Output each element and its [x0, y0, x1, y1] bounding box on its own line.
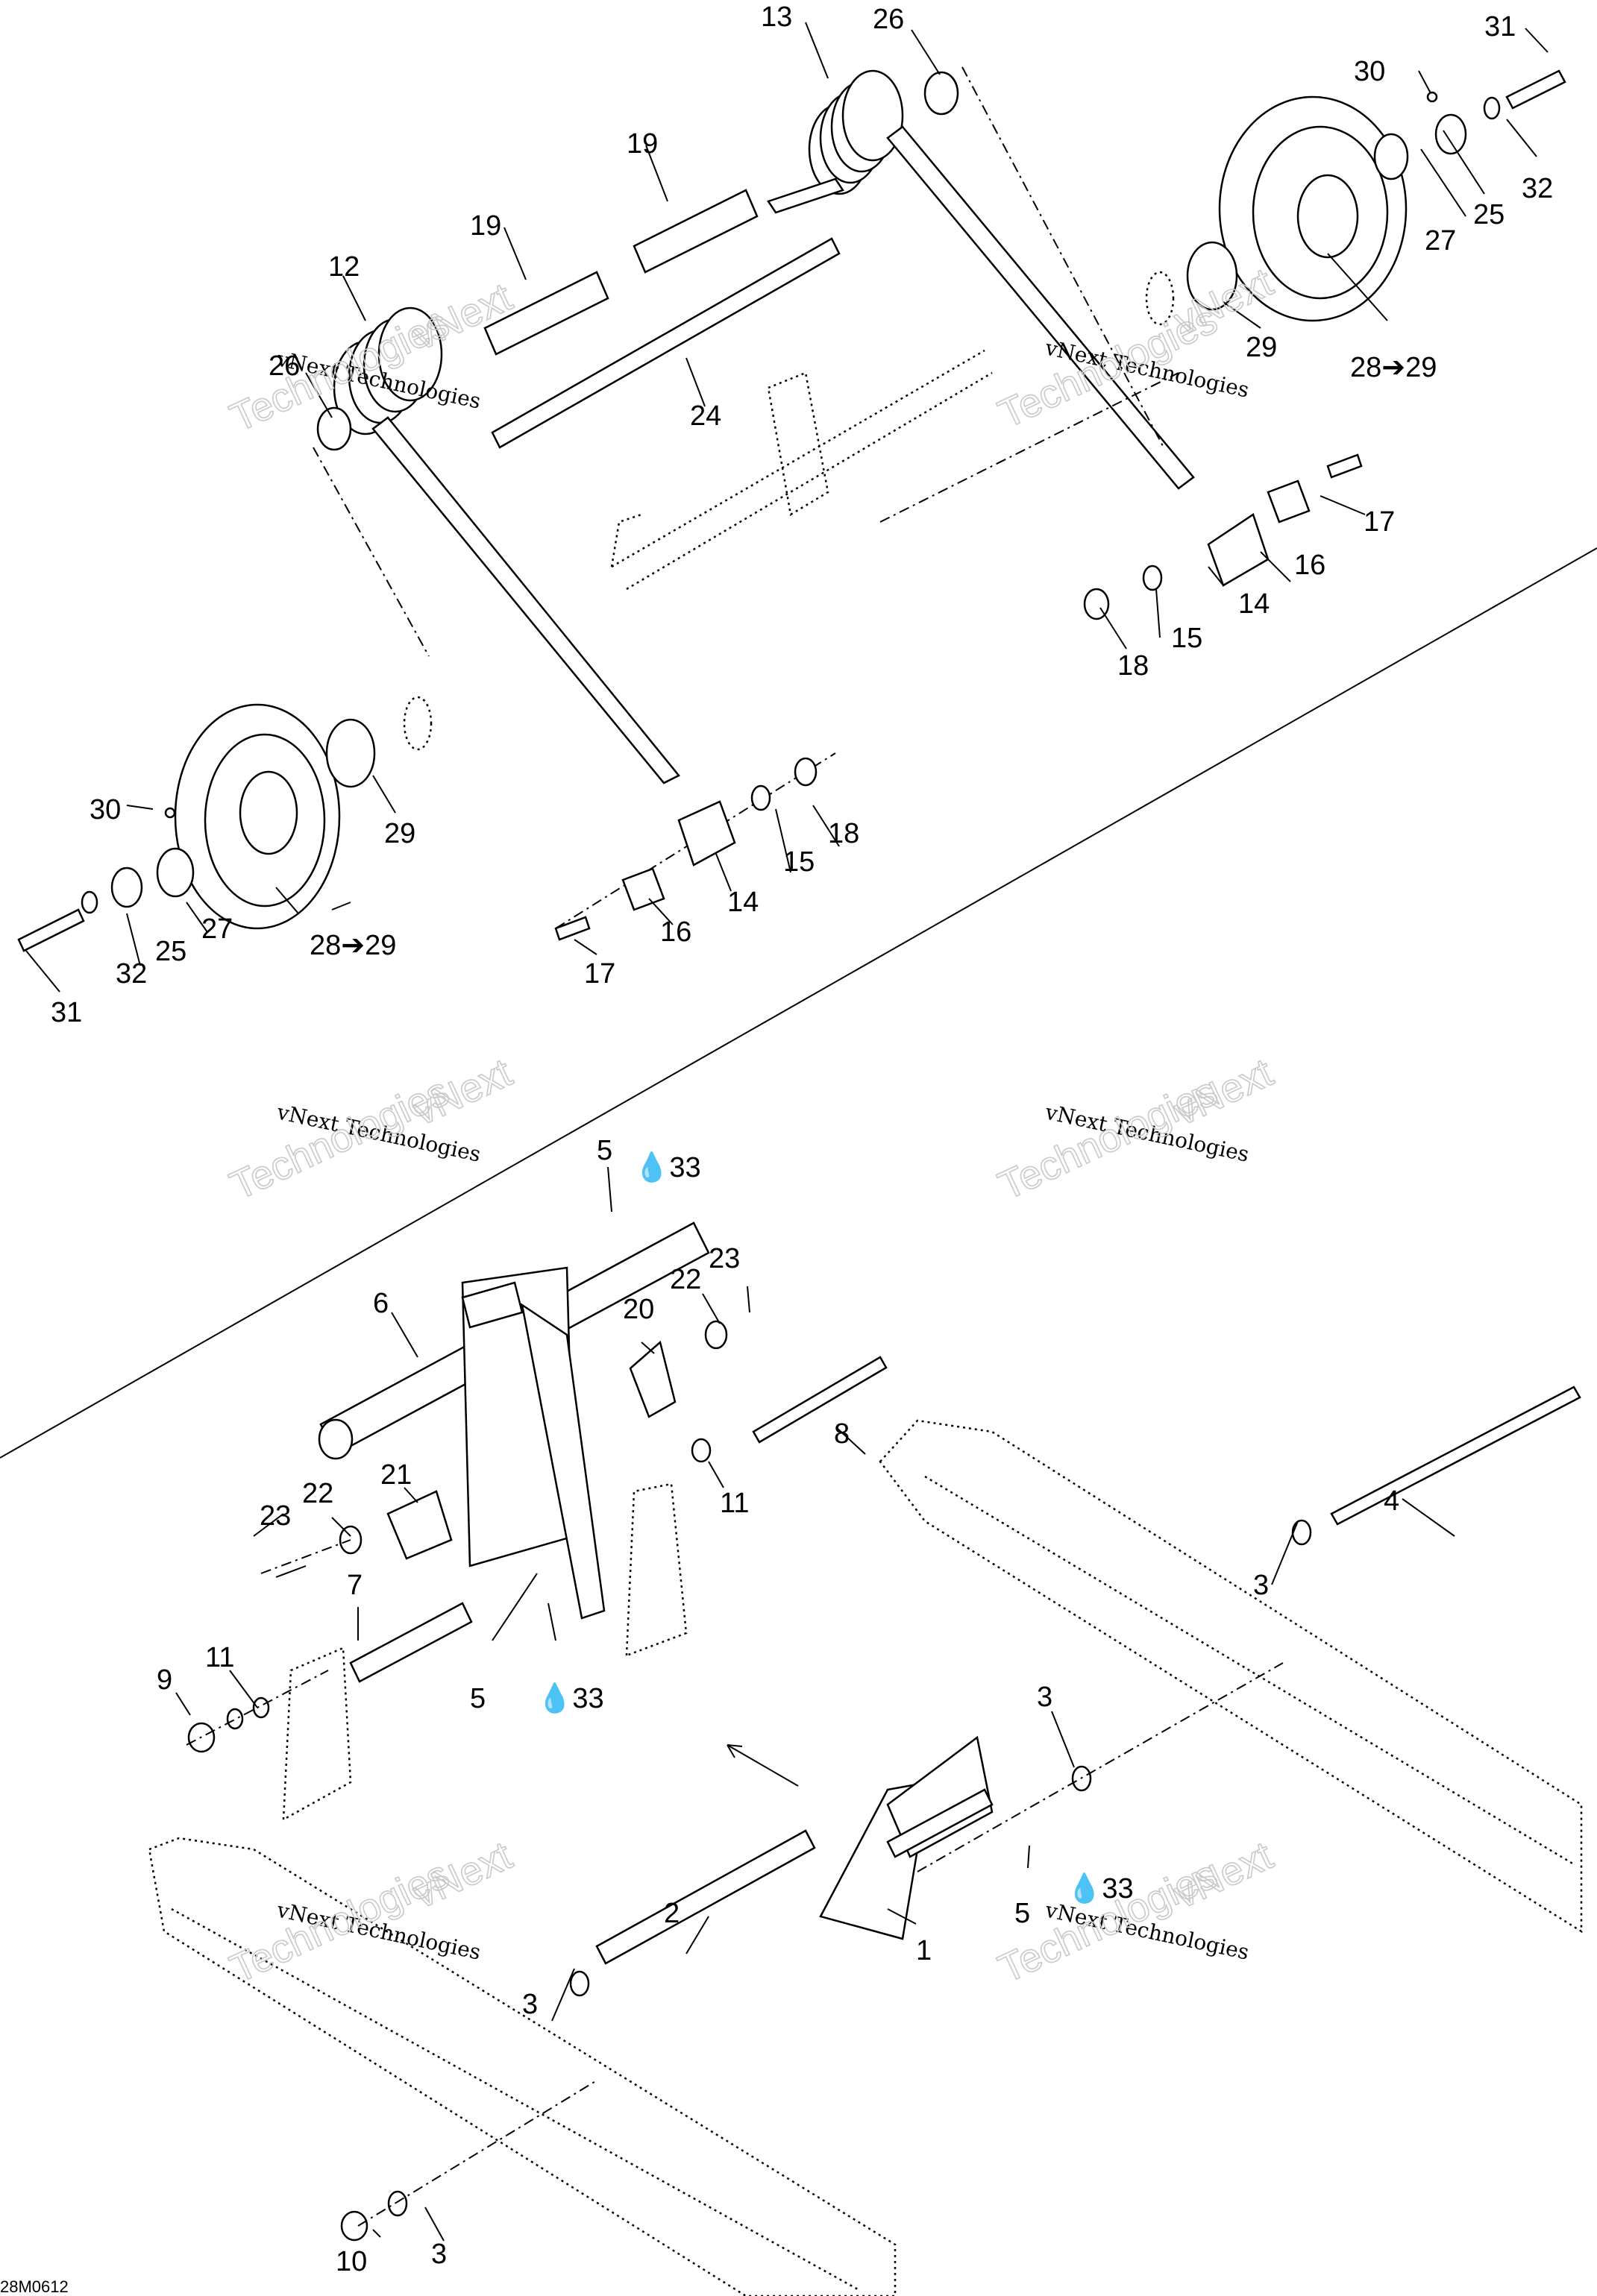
sleeve-19-a [633, 189, 759, 274]
callout-28: 28➔29 [1350, 352, 1437, 383]
callout-22: 22 [302, 1478, 333, 1509]
washer-22-a [704, 1320, 728, 1350]
callout-3: 3 [1253, 1570, 1269, 1601]
washer-11-a [226, 1708, 244, 1730]
shaft-24 [491, 237, 841, 449]
washer-26-right [923, 71, 959, 116]
callout-5: 5 [1014, 1898, 1030, 1929]
rail-left [148, 1837, 897, 2296]
callout-27: 27 [1425, 225, 1456, 257]
callout-20: 20 [623, 1294, 654, 1325]
callout-25: 25 [1473, 199, 1505, 230]
callout-32: 32 [116, 958, 147, 990]
callout-5: 5 [597, 1135, 612, 1166]
bracket-right-lower [625, 1482, 688, 1657]
callout-15: 15 [783, 846, 815, 878]
callout-16: 16 [660, 916, 691, 948]
callout-32: 32 [1522, 173, 1553, 204]
pivot-block-left [554, 757, 818, 941]
callout-16: 16 [1294, 550, 1325, 581]
callout-19: 19 [627, 128, 658, 160]
callout-14: 14 [727, 887, 759, 918]
callout-21: 21 [380, 1459, 412, 1491]
callout-22: 22 [670, 1264, 701, 1295]
drawing-code: 28M0612 [0, 2277, 69, 2296]
washer-3-c [569, 1970, 590, 1997]
callout-18: 18 [1117, 650, 1149, 682]
idler-wheel-left [17, 696, 433, 952]
callout-29: 29 [1246, 332, 1277, 363]
callout-25: 25 [155, 936, 186, 967]
callout-27: 27 [201, 913, 233, 945]
watermark-6: vNext vNext Technologies Technologies [991, 1832, 1280, 1992]
callout-3: 3 [522, 1989, 538, 2020]
callout-26: 26 [269, 350, 300, 382]
rail-right [879, 1419, 1583, 1934]
callout-26: 26 [873, 4, 904, 35]
idler-wheel-right [1145, 69, 1566, 326]
callout-labels: 13 26 31 30 32 25 27 29 28➔29 19 19 12 2… [51, 1, 1553, 2277]
callout-19: 19 [470, 210, 501, 242]
callout-4: 4 [1384, 1485, 1399, 1517]
callout-11: 11 [205, 1642, 234, 1673]
bracket-left-lower [282, 1646, 352, 1822]
section-divider [0, 547, 1597, 1459]
callout-31: 31 [1484, 11, 1516, 43]
callout-1: 1 [916, 1935, 932, 1966]
watermark-5: vNext vNext Technologies Technologies [223, 1832, 519, 1992]
callout-33: 💧33 [634, 1151, 701, 1183]
callout-24: 24 [690, 400, 721, 432]
washer-3-a [1291, 1519, 1312, 1546]
callout-8: 8 [834, 1418, 850, 1450]
nut-10 [340, 2210, 368, 2242]
spring-13 [767, 69, 1195, 490]
washer-11-b [252, 1696, 270, 1719]
washer-3-d [387, 2190, 408, 2217]
callout-5: 5 [470, 1683, 486, 1714]
callout-13: 13 [761, 1, 792, 33]
callout-31: 31 [51, 997, 82, 1028]
callout-3: 3 [1037, 1682, 1052, 1713]
washer-11-c [691, 1438, 712, 1463]
callout-18: 18 [828, 818, 859, 849]
callout-2: 2 [664, 1898, 680, 1929]
callout-12: 12 [328, 251, 360, 283]
washer-26-left [316, 406, 352, 451]
callout-3: 3 [431, 2239, 447, 2270]
callout-10: 10 [336, 2246, 367, 2277]
callout-7: 7 [347, 1570, 363, 1601]
callout-23: 23 [709, 1243, 740, 1274]
callout-14: 14 [1238, 588, 1270, 620]
arrow-front [727, 1744, 799, 1787]
frame-sketch-upper [610, 349, 993, 591]
callout-11: 11 [720, 1488, 749, 1519]
callout-23: 23 [260, 1500, 291, 1532]
callout-17: 17 [584, 958, 615, 990]
watermark-3: vNext vNext Technologies Technologies [223, 1049, 519, 1209]
callout-29: 29 [384, 818, 415, 849]
callout-6: 6 [373, 1288, 389, 1319]
callout-33: 💧33 [1067, 1872, 1134, 1905]
callout-33: 💧33 [537, 1682, 604, 1714]
pivot-arm-assembly [318, 1221, 1581, 1965]
watermark-4: vNext vNext Technologies Technologies [991, 1049, 1280, 1209]
callout-30: 30 [90, 794, 121, 825]
callout-28: 28➔29 [310, 930, 396, 961]
callout-17: 17 [1364, 506, 1395, 538]
sleeve-19-b [483, 271, 609, 356]
spring-12 [333, 306, 680, 784]
callout-30: 30 [1354, 56, 1385, 87]
pivot-block-right [1083, 453, 1363, 620]
svg-text:Technologies: Technologies [224, 1852, 456, 1992]
callout-9: 9 [157, 1664, 172, 1696]
callout-15: 15 [1171, 623, 1202, 654]
